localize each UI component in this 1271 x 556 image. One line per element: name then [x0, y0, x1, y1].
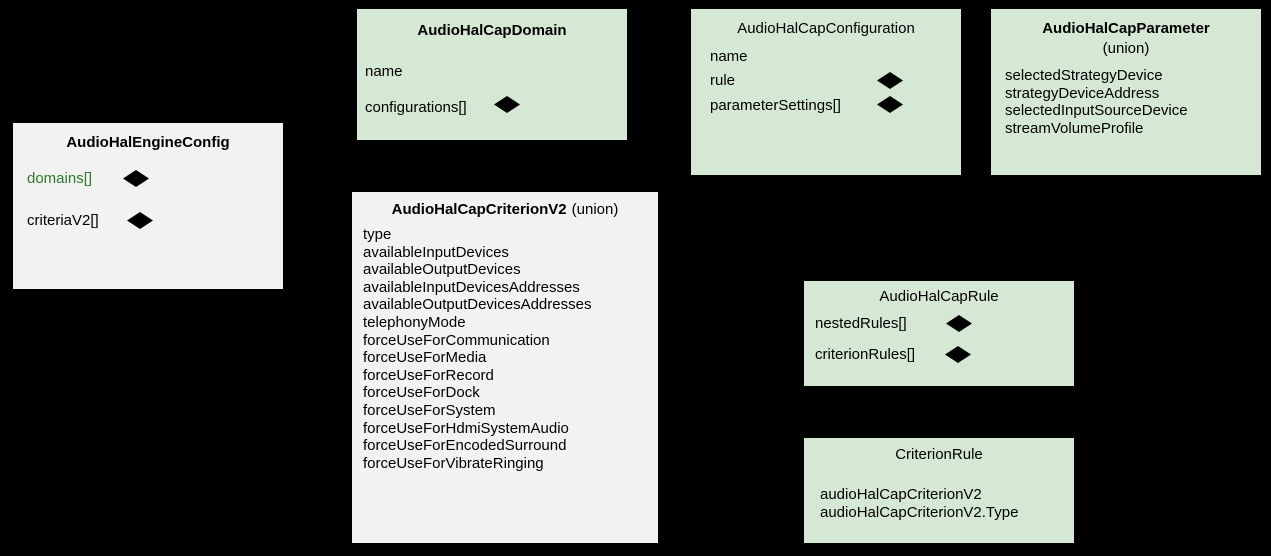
field-domain-name: name	[365, 63, 403, 80]
field-forceuseforcommunication: forceUseForCommunication	[363, 331, 550, 349]
class-title-audiohalengineconfig: AudioHalEngineConfig	[66, 134, 230, 151]
field-telephonymode: telephonyMode	[363, 313, 466, 331]
composition-diamond-criteriav2	[127, 212, 153, 229]
field-forceuseforsystem: forceUseForSystem	[363, 401, 496, 419]
field-nestedrules: nestedRules[]	[815, 315, 907, 332]
field-domains: domains[]	[27, 170, 93, 187]
field-selectedinputsourcedevice: selectedInputSourceDevice	[1005, 102, 1188, 120]
field-parametersettings: parameterSettings[]	[710, 97, 841, 114]
composition-diamond-domains	[123, 170, 149, 187]
class-box-criterionrule[interactable]: CriterionRule audioHalCapCriterionV2 aud…	[804, 438, 1074, 543]
composition-diamond-nestedrules	[946, 315, 972, 332]
class-box-audiohalengineconfig[interactable]: AudioHalEngineConfig domains[] criteriaV…	[13, 123, 283, 289]
class-title-audiohalcapparameter: AudioHalCapParameter	[1042, 20, 1210, 37]
field-forceusefordock: forceUseForDock	[363, 384, 480, 402]
field-forceuseforencodedsurround: forceUseForEncodedSurround	[363, 437, 567, 455]
field-selectedstrategydevice: selectedStrategyDevice	[1005, 67, 1163, 84]
field-configurations: configurations[]	[365, 99, 467, 116]
class-box-audiohalcapparameter[interactable]: AudioHalCapParameter (union) selectedStr…	[991, 9, 1261, 175]
composition-diamond-criterionrules	[945, 346, 971, 363]
composition-diamond-configurations	[494, 96, 520, 113]
class-box-audiohalcapdomain[interactable]: AudioHalCapDomain name configurations[]	[357, 9, 627, 140]
field-forceuseforrecord: forceUseForRecord	[363, 366, 494, 384]
field-availableoutputdevices: availableOutputDevices	[363, 261, 521, 279]
field-list-audiohalcapcriterionv2: type availableInputDevices availableOutp…	[363, 226, 591, 472]
field-list-criterionrule: audioHalCapCriterionV2 audioHalCapCriter…	[820, 486, 1018, 521]
field-audiohalcapcriterionv2-type: audioHalCapCriterionV2.Type	[820, 503, 1019, 521]
class-title-audiohalcapconfiguration: AudioHalCapConfiguration	[737, 20, 915, 37]
class-box-audiohalcaprule[interactable]: AudioHalCapRule nestedRules[] criterionR…	[804, 281, 1074, 386]
field-availableinputdevicesaddresses: availableInputDevicesAddresses	[363, 278, 580, 296]
class-title-criterionrule: CriterionRule	[895, 446, 983, 463]
field-forceuseforvibrateringing: forceUseForVibrateRinging	[363, 454, 544, 472]
class-title-audiohalcapdomain: AudioHalCapDomain	[417, 22, 567, 39]
field-strategydeviceaddress: strategyDeviceAddress	[1005, 84, 1160, 102]
field-audiohalcapcriterionv2: audioHalCapCriterionV2	[820, 486, 982, 503]
field-availableinputdevices: availableInputDevices	[363, 243, 509, 261]
class-stereotype-audiohalcapcriterionv2: (union)	[571, 201, 619, 218]
composition-diamond-parametersettings	[877, 96, 903, 113]
class-box-audiohalcapconfiguration[interactable]: AudioHalCapConfiguration name rule param…	[691, 9, 961, 175]
composition-diamond-rule	[877, 72, 903, 89]
field-criterionrules: criterionRules[]	[815, 346, 916, 363]
class-box-audiohalcapcriterionv2[interactable]: AudioHalCapCriterionV2(union) type avail…	[352, 192, 658, 543]
class-stereotype-audiohalcapparameter: (union)	[1102, 40, 1150, 57]
field-rule: rule	[710, 72, 736, 89]
field-forceuseforhdmisystemaudio: forceUseForHdmiSystemAudio	[363, 419, 569, 437]
field-availableoutputdevicesaddresses: availableOutputDevicesAddresses	[363, 296, 592, 314]
field-list-audiohalcapparameter: selectedStrategyDevice strategyDeviceAdd…	[1005, 67, 1188, 137]
class-title-text-audiohalcapcriterionv2: AudioHalCapCriterionV2	[391, 201, 567, 218]
field-type: type	[363, 226, 392, 243]
field-streamvolumeprofile: streamVolumeProfile	[1005, 119, 1144, 137]
field-criteriav2: criteriaV2[]	[27, 212, 99, 229]
field-forceuseformedia: forceUseForMedia	[363, 349, 487, 367]
field-configuration-name: name	[710, 48, 748, 65]
class-title-audiohalcapcriterionv2: AudioHalCapCriterionV2(union)	[352, 202, 658, 217]
class-title-audiohalcaprule: AudioHalCapRule	[879, 288, 999, 305]
